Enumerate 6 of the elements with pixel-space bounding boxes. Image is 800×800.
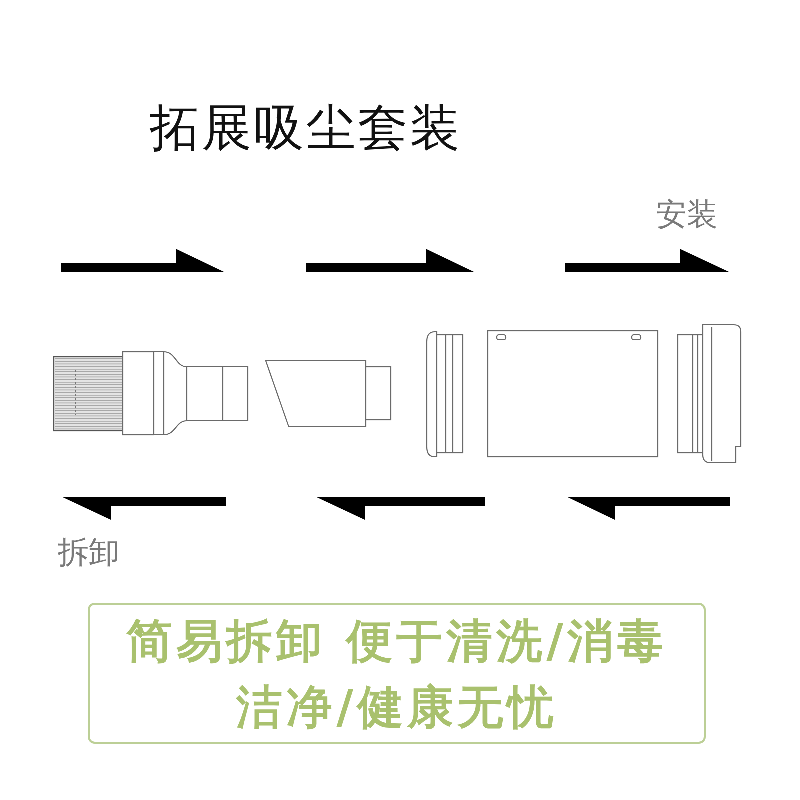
direction-label: 拆卸 xyxy=(58,534,120,572)
title: 拓展吸尘套装 xyxy=(150,98,462,158)
panel-text: 简易拆卸 便于清洗/消毒 xyxy=(126,614,668,666)
panel-text: 洁净/健康无忧 xyxy=(236,680,558,732)
direction-label: 安装 xyxy=(656,196,718,234)
feature-panel xyxy=(88,603,706,744)
